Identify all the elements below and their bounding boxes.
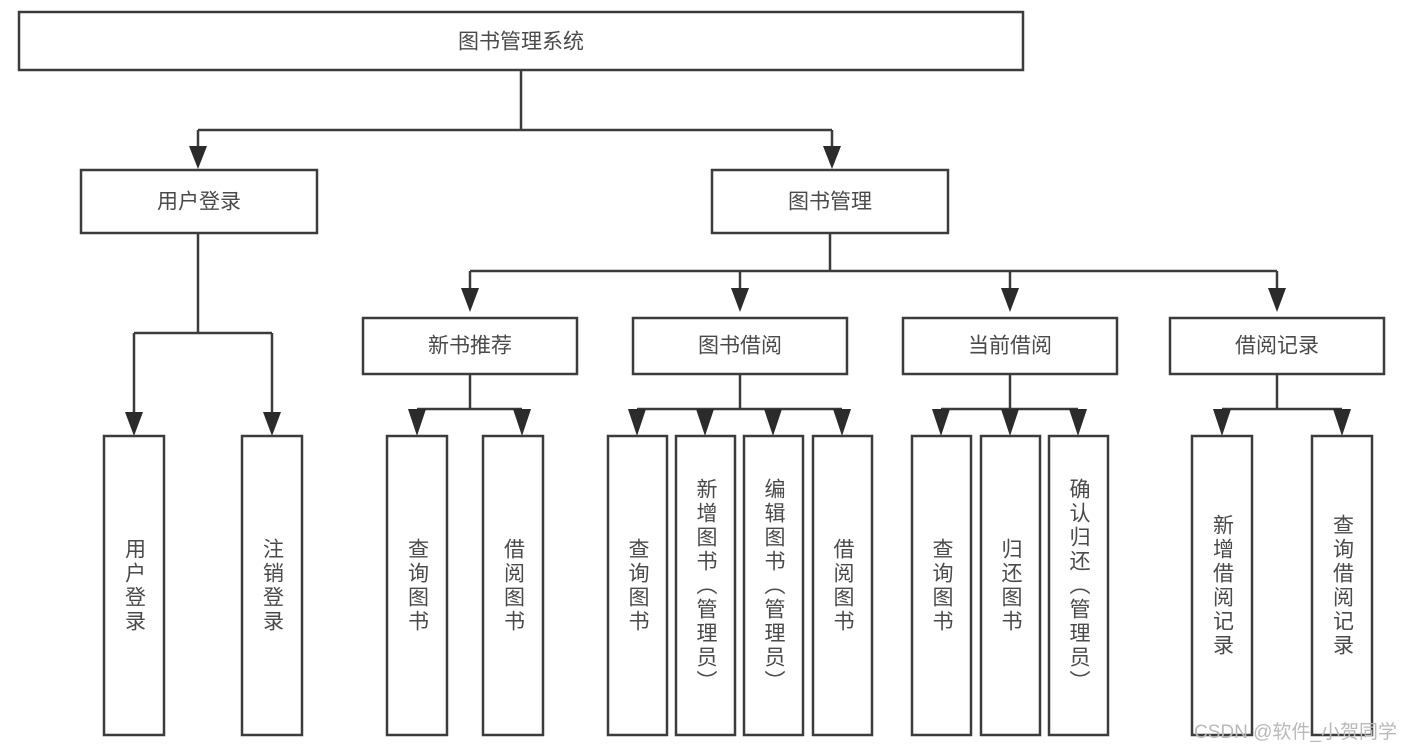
node-borrow-record-box[interactable]: [1168, 316, 1386, 376]
node-leaf-query-record-box[interactable]: [1310, 434, 1374, 737]
node-leaf-query-book-2-box[interactable]: [606, 434, 669, 737]
node-leaf-confirm-return-box[interactable]: [1047, 434, 1110, 737]
node-current-borrow-box[interactable]: [901, 316, 1119, 376]
csdn-watermark: CSDN @软件_小贺同学: [1194, 722, 1397, 743]
node-new-book-recommend-label: 新书推荐: [428, 335, 512, 358]
node-book-manage-label: 图书管理: [788, 191, 872, 214]
node-leaf-add-book-box[interactable]: [674, 434, 737, 737]
node-leaf-return-book-box[interactable]: [979, 434, 1042, 737]
node-leaf-add-record-box[interactable]: [1190, 434, 1254, 737]
node-book-borrow-label: 图书借阅: [698, 335, 782, 358]
connector-borrowrecord-to-leaves: [1213, 374, 1351, 436]
node-borrow-record-label: 借阅记录: [1235, 335, 1319, 358]
node-user-login-label: 用户登录: [157, 191, 241, 214]
node-leaf-borrow-book-2-box[interactable]: [811, 434, 874, 737]
node-leaf-query-book-3-box[interactable]: [910, 434, 973, 737]
node-book-borrow-box[interactable]: [631, 316, 849, 376]
node-leaf-logout-box[interactable]: [240, 434, 304, 737]
connector-bookmanage-to-level2: [461, 233, 1286, 312]
node-leaf-edit-book-box[interactable]: [742, 434, 805, 737]
node-root-box[interactable]: [17, 10, 1025, 72]
connector-root-to-level1: [189, 70, 841, 169]
connector-currentborrow-to-leaves: [932, 374, 1087, 436]
node-root-label: 图书管理系统: [458, 31, 584, 54]
node-book-manage-box[interactable]: [710, 168, 950, 235]
node-current-borrow-label: 当前借阅: [968, 335, 1052, 358]
node-new-book-recommend-box[interactable]: [361, 316, 579, 376]
node-user-login-box[interactable]: [79, 168, 319, 235]
connector-bookborrow-to-leaves: [628, 374, 851, 436]
connector-userlogin-to-leaves: [125, 233, 281, 436]
node-leaf-user-login-box[interactable]: [102, 434, 166, 737]
node-leaf-query-book-1-box[interactable]: [385, 434, 449, 737]
node-leaf-borrow-book-1-box[interactable]: [481, 434, 545, 737]
connector-newbook-to-leaves: [408, 374, 531, 436]
